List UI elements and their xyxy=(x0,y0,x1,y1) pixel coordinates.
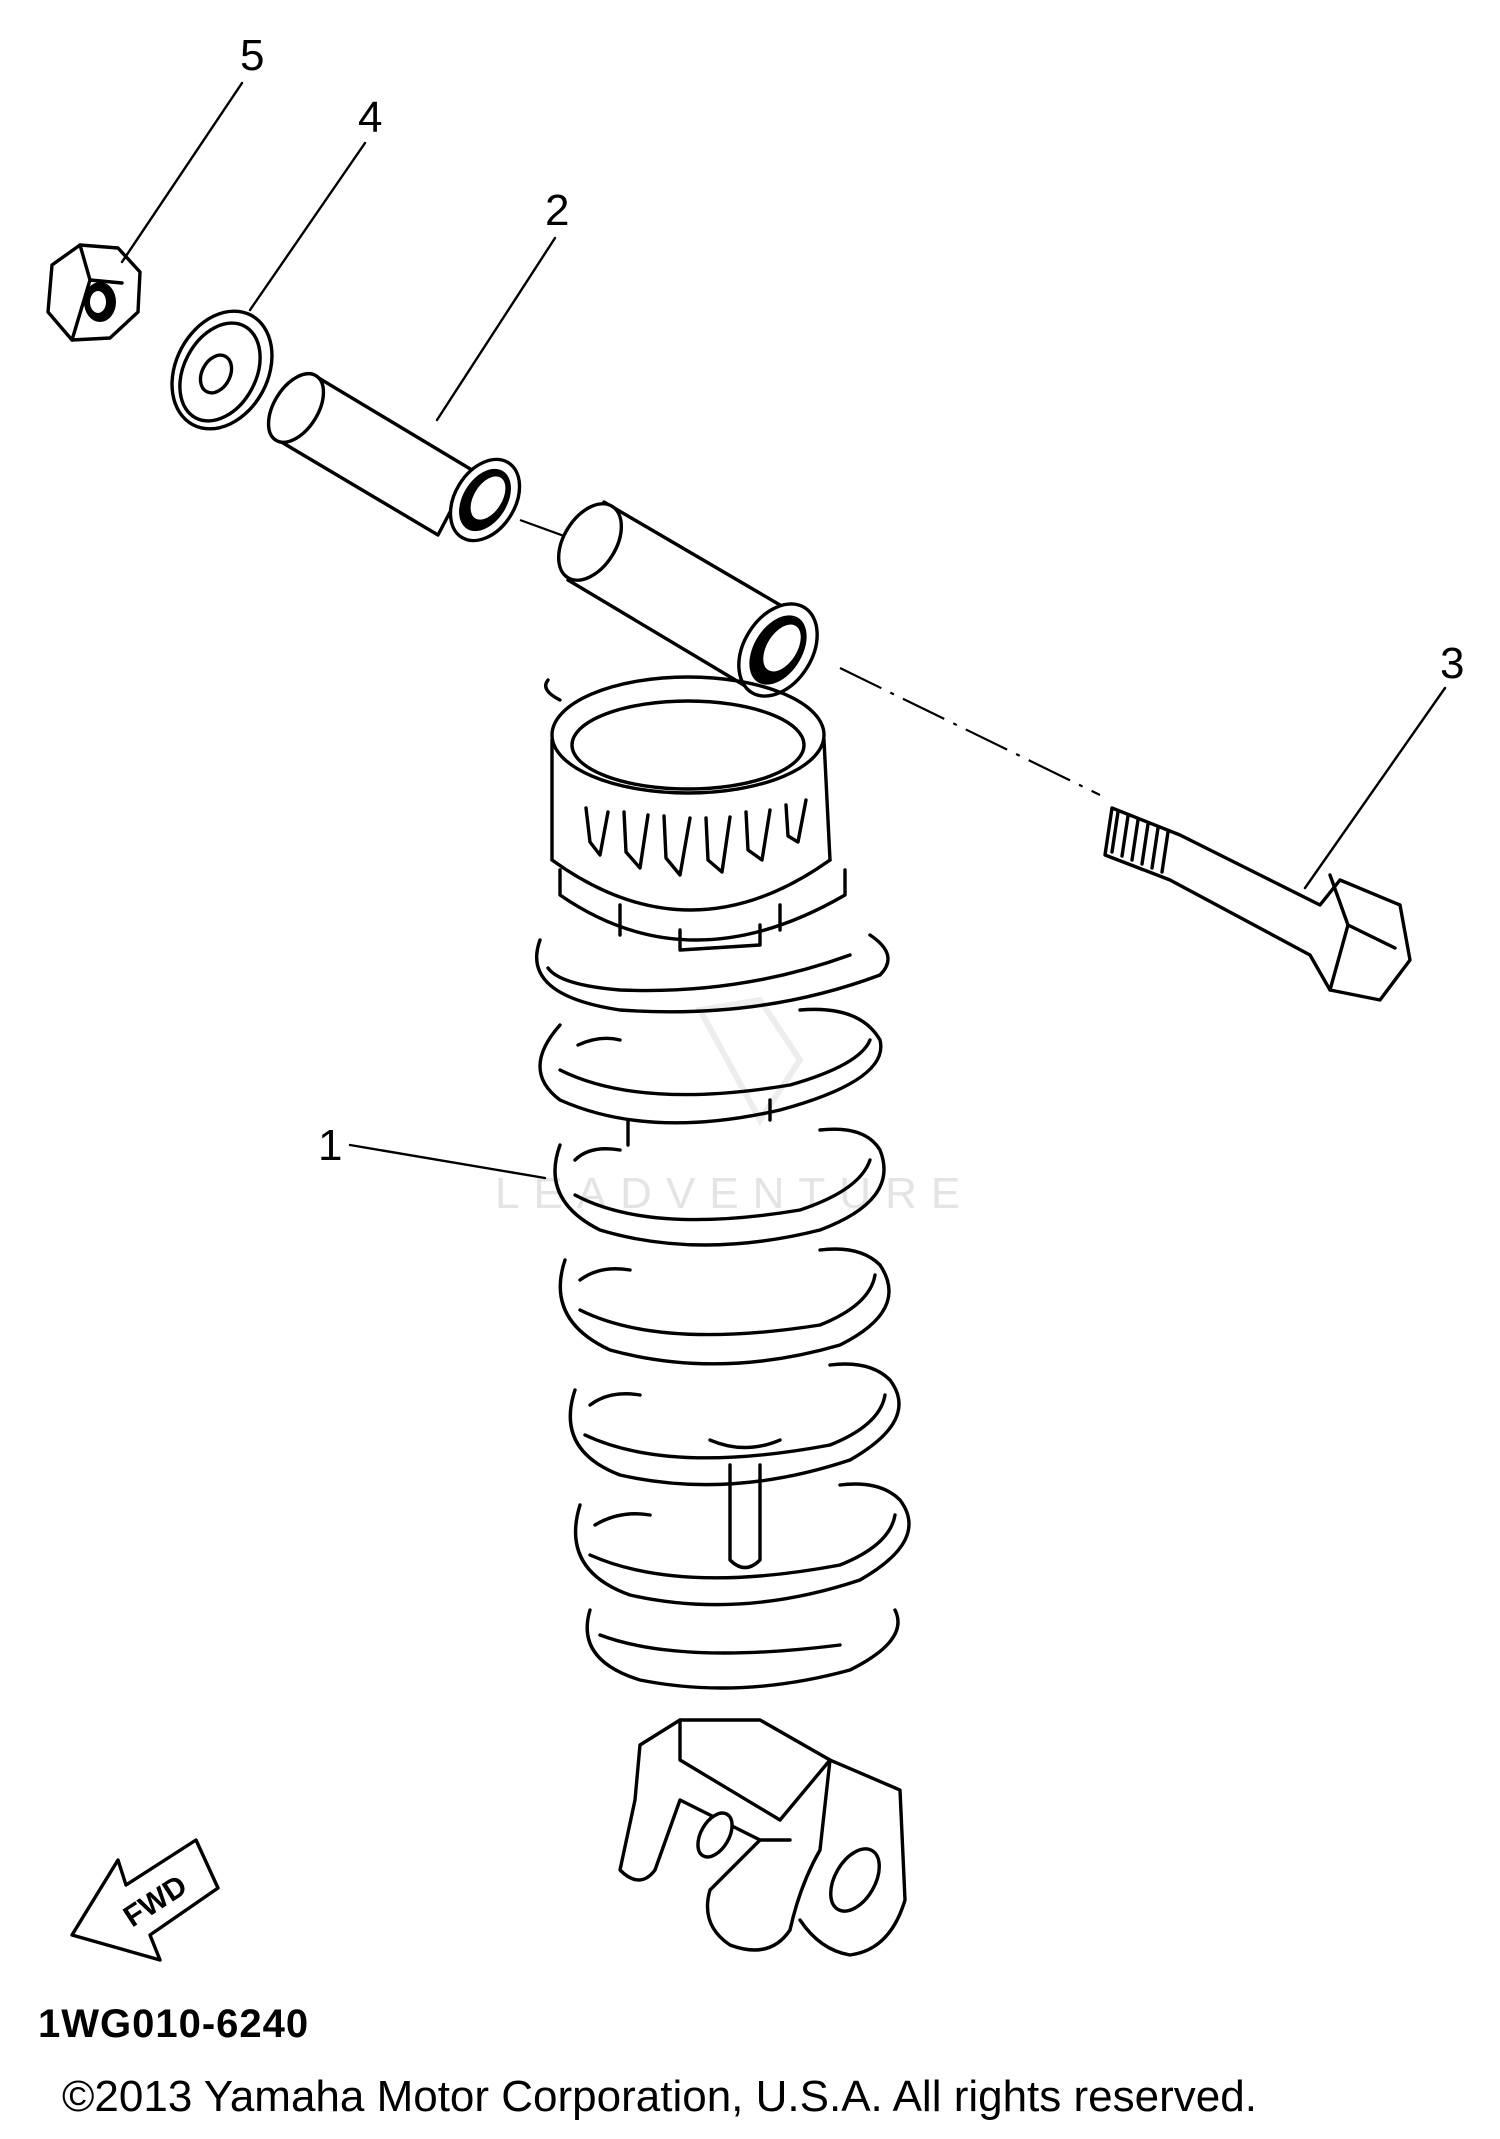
lower-clevis xyxy=(618,1718,907,1957)
preload-ring-notches xyxy=(584,798,808,877)
part-3-bolt xyxy=(1103,806,1412,1002)
callout-4: 4 xyxy=(358,93,382,142)
callout-5: 5 xyxy=(240,31,264,80)
part-5-nut xyxy=(46,243,142,342)
callout-1: 1 xyxy=(318,1121,342,1170)
part-2-collar xyxy=(266,372,522,543)
part-4-washer xyxy=(170,309,274,431)
assembly-axis-line xyxy=(519,518,1101,796)
callout-leader-lines xyxy=(120,81,1447,1180)
copyright-notice: ©2013 Yamaha Motor Corporation, U.S.A. A… xyxy=(62,2072,1257,2121)
watermark-text: LEADVENTURE xyxy=(495,1169,974,1218)
callout-3: 3 xyxy=(1440,639,1464,688)
forward-direction-arrow: FWD xyxy=(70,1838,220,1962)
coil-spring xyxy=(534,933,911,1690)
watermark: LEADVENTURE xyxy=(495,996,974,1218)
part-1-shock-absorber xyxy=(534,500,911,1957)
callout-2: 2 xyxy=(545,186,569,235)
diagram-code: 1WG010-6240 xyxy=(38,2002,310,2046)
